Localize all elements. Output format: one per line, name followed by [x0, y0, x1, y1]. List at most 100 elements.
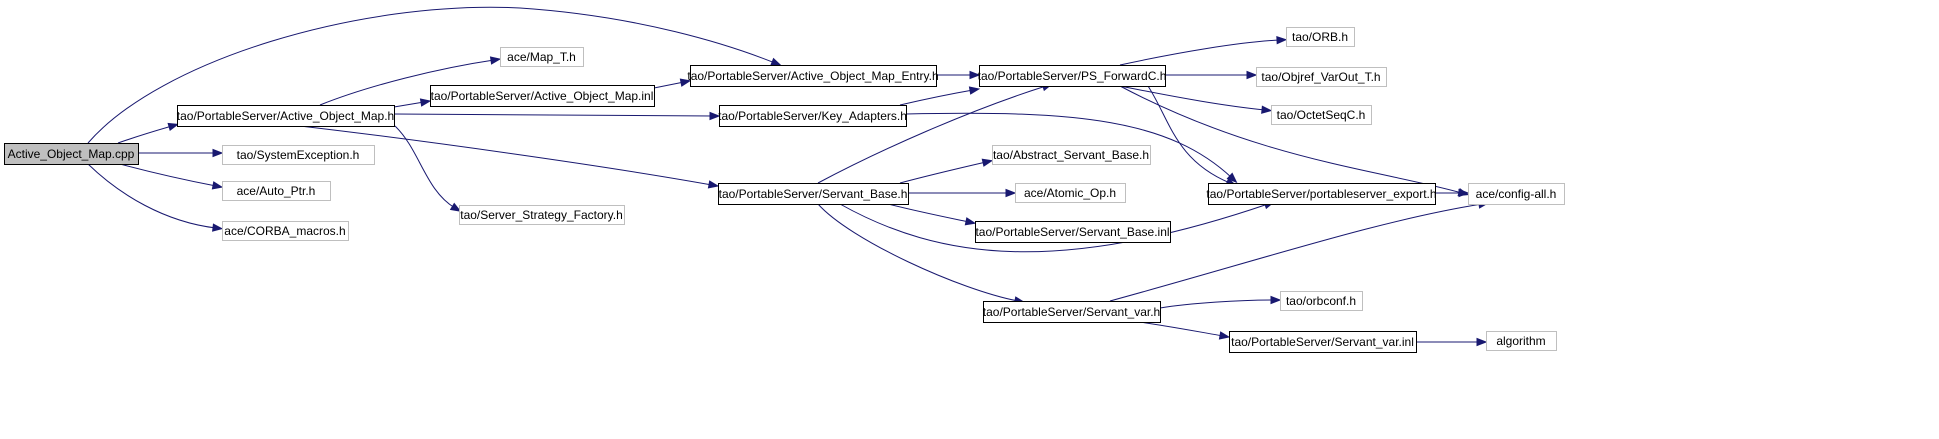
node-box — [500, 47, 584, 67]
edge-line — [299, 125, 713, 186]
node-label: ace/CORBA_macros.h — [224, 224, 345, 238]
node-tao-orb-h: tao/ORB.h — [1286, 27, 1355, 47]
node-box — [690, 65, 937, 87]
node-label: tao/orbconf.h — [1286, 294, 1356, 308]
edge-n10-n11 — [817, 83, 1054, 184]
node-label: tao/PortableServer/Key_Adapters.h — [718, 109, 907, 123]
edge-arrowhead — [1226, 172, 1238, 184]
node-box — [1229, 331, 1417, 353]
node-tao-portableserver-servant-base-h[interactable]: tao/PortableServer/Servant_Base.h — [718, 183, 909, 205]
edge-n1-n9 — [393, 111, 721, 121]
edge-n21-n23 — [1416, 337, 1488, 347]
edge-arrowhead — [1276, 35, 1288, 45]
node-tao-orbconf-h: tao/orbconf.h — [1280, 291, 1363, 311]
node-label: tao/PortableServer/portableserver_export… — [1206, 187, 1436, 201]
edge-line — [393, 113, 714, 117]
node-label: tao/PortableServer/Active_Object_Map_Ent… — [687, 69, 938, 83]
node-tao-portableserver-ps-forwardc-h[interactable]: tao/PortableServer/PS_ForwardC.h — [978, 65, 1167, 87]
node-box — [222, 221, 349, 241]
node-algorithm: algorithm — [1486, 331, 1557, 351]
edge-n10-n14 — [887, 203, 977, 226]
node-label: algorithm — [1496, 334, 1545, 348]
node-label: tao/ORB.h — [1292, 30, 1348, 44]
edge-n15-n20 — [1159, 295, 1282, 309]
edge-arrowhead — [969, 70, 981, 80]
node-tao-portableserver-servant-var-inl[interactable]: tao/PortableServer/Servant_var.inl — [1229, 331, 1417, 353]
edge-line — [119, 163, 217, 187]
edge-line — [899, 89, 974, 106]
node-tao-portableserver-servant-base-inl[interactable]: tao/PortableServer/Servant_Base.inl — [975, 221, 1171, 243]
node-label: tao/PortableServer/Active_Object_Map.h — [177, 109, 394, 123]
edge-n1-n5 — [319, 56, 502, 106]
node-label: tao/PortableServer/Servant_var.inl — [1231, 335, 1414, 349]
edge-arrowhead — [1005, 188, 1017, 198]
edge-arrowhead — [449, 202, 462, 212]
edge-layer — [87, 6, 1490, 347]
edge-line — [394, 125, 456, 209]
edge-line — [87, 163, 217, 229]
edge-n11-n22 — [1119, 85, 1470, 197]
node-label: tao/PortableServer/Servant_Base.h — [719, 187, 908, 201]
node-box — [459, 205, 625, 225]
node-tao-portableserver-key-adapters-h[interactable]: tao/PortableServer/Key_Adapters.h — [718, 105, 907, 127]
edge-line — [1159, 299, 1275, 309]
edge-arrowhead — [968, 86, 981, 95]
node-box — [430, 85, 655, 107]
edge-n0-n1 — [117, 122, 180, 144]
edge-n1-n7 — [394, 125, 462, 212]
node-box — [983, 301, 1161, 323]
node-label: ace/config-all.h — [1476, 187, 1557, 201]
node-tao-portableserver-active-object-map-h[interactable]: tao/PortableServer/Active_Object_Map.h — [177, 105, 395, 127]
node-ace-atomic-op-h: ace/Atomic_Op.h — [1015, 183, 1126, 203]
edge-line — [817, 203, 1019, 302]
edge-arrowhead — [212, 223, 224, 232]
edge-arrowhead — [770, 57, 782, 66]
node-layer: Active_Object_Map.cpp tao/PortableServer/… — [4, 27, 1565, 353]
edge-line — [1147, 85, 1231, 184]
node-tao-server-strategy-factory-h: tao/Server_Strategy_Factory.h — [459, 205, 625, 225]
node-tao-abstract-servant-base-h: tao/Abstract_Servant_Base.h — [992, 145, 1151, 165]
node-tao-portableserver-portableserver-export-h[interactable]: tao/PortableServer/portableserver_export… — [1206, 183, 1437, 205]
node-label: tao/SystemException.h — [237, 148, 360, 162]
edge-n0-n4 — [87, 163, 224, 232]
node-box — [1256, 67, 1387, 87]
edge-arrowhead — [1218, 331, 1231, 340]
edge-arrowhead — [211, 181, 224, 190]
node-tao-portableserver-servant-var-h[interactable]: tao/PortableServer/Servant_var.h — [983, 301, 1161, 323]
node-box — [719, 105, 907, 127]
node-box — [1280, 291, 1363, 311]
node-label: tao/OctetSeqC.h — [1277, 108, 1366, 122]
node-tao-portableserver-active-object-map-inl[interactable]: tao/PortableServer/Active_Object_Map.inl — [430, 85, 655, 107]
node-label: tao/Server_Strategy_Factory.h — [460, 208, 623, 222]
edge-line — [1139, 321, 1224, 337]
node-box — [1286, 27, 1355, 47]
edge-arrowhead — [489, 56, 502, 65]
edge-line — [839, 203, 1269, 253]
edge-n1-n6 — [393, 98, 432, 108]
node-label: tao/PortableServer/Active_Object_Map.inl — [431, 89, 654, 103]
node-label: tao/Objref_VarOut_T.h — [1261, 70, 1380, 84]
node-box — [4, 143, 139, 165]
edge-n11-n18 — [1119, 85, 1273, 114]
edge-line — [817, 85, 1047, 184]
edge-n10-n13 — [908, 188, 1017, 198]
edge-n10-n15 — [817, 203, 1026, 305]
node-tao-objref-varout-t-h: tao/Objref_VarOut_T.h — [1256, 67, 1387, 87]
edge-arrowhead — [679, 78, 692, 87]
node-tao-portableserver-active-object-map-entry-h[interactable]: tao/PortableServer/Active_Object_Map_Ent… — [687, 65, 939, 87]
node-box — [975, 221, 1171, 243]
edge-arrowhead — [419, 98, 432, 107]
node-box — [222, 181, 331, 201]
node-label: ace/Auto_Ptr.h — [237, 184, 316, 198]
node-tao-octetseqc-h: tao/OctetSeqC.h — [1271, 105, 1372, 125]
edge-n11-n17 — [1165, 70, 1258, 80]
node-box — [979, 65, 1166, 87]
node-ace-auto-ptr-h: ace/Auto_Ptr.h — [222, 181, 331, 201]
edge-line — [87, 6, 776, 144]
node-active-object-map-cpp[interactable]: Active_Object_Map.cpp — [4, 143, 139, 165]
edge-n8-n11 — [936, 70, 981, 80]
node-label: ace/Atomic_Op.h — [1024, 186, 1116, 200]
edge-n1-n10 — [299, 125, 720, 189]
node-tao-systemexception-h: tao/SystemException.h — [222, 145, 375, 165]
